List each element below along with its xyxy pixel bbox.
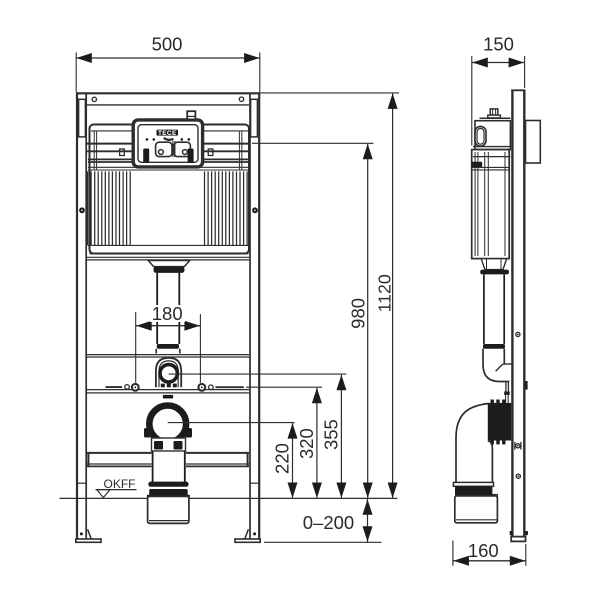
svg-text:980: 980 [347, 298, 368, 329]
svg-text:OKFF: OKFF [104, 477, 136, 491]
svg-text:320: 320 [296, 428, 317, 459]
svg-text:500: 500 [152, 34, 183, 55]
svg-text:220: 220 [272, 443, 293, 474]
svg-text:160: 160 [468, 540, 499, 561]
svg-text:180: 180 [152, 303, 183, 324]
svg-text:TECE: TECE [158, 130, 177, 137]
svg-text:355: 355 [320, 419, 341, 450]
svg-text:1120: 1120 [374, 274, 394, 312]
svg-text:150: 150 [483, 34, 514, 55]
svg-text:0–200: 0–200 [303, 512, 354, 533]
